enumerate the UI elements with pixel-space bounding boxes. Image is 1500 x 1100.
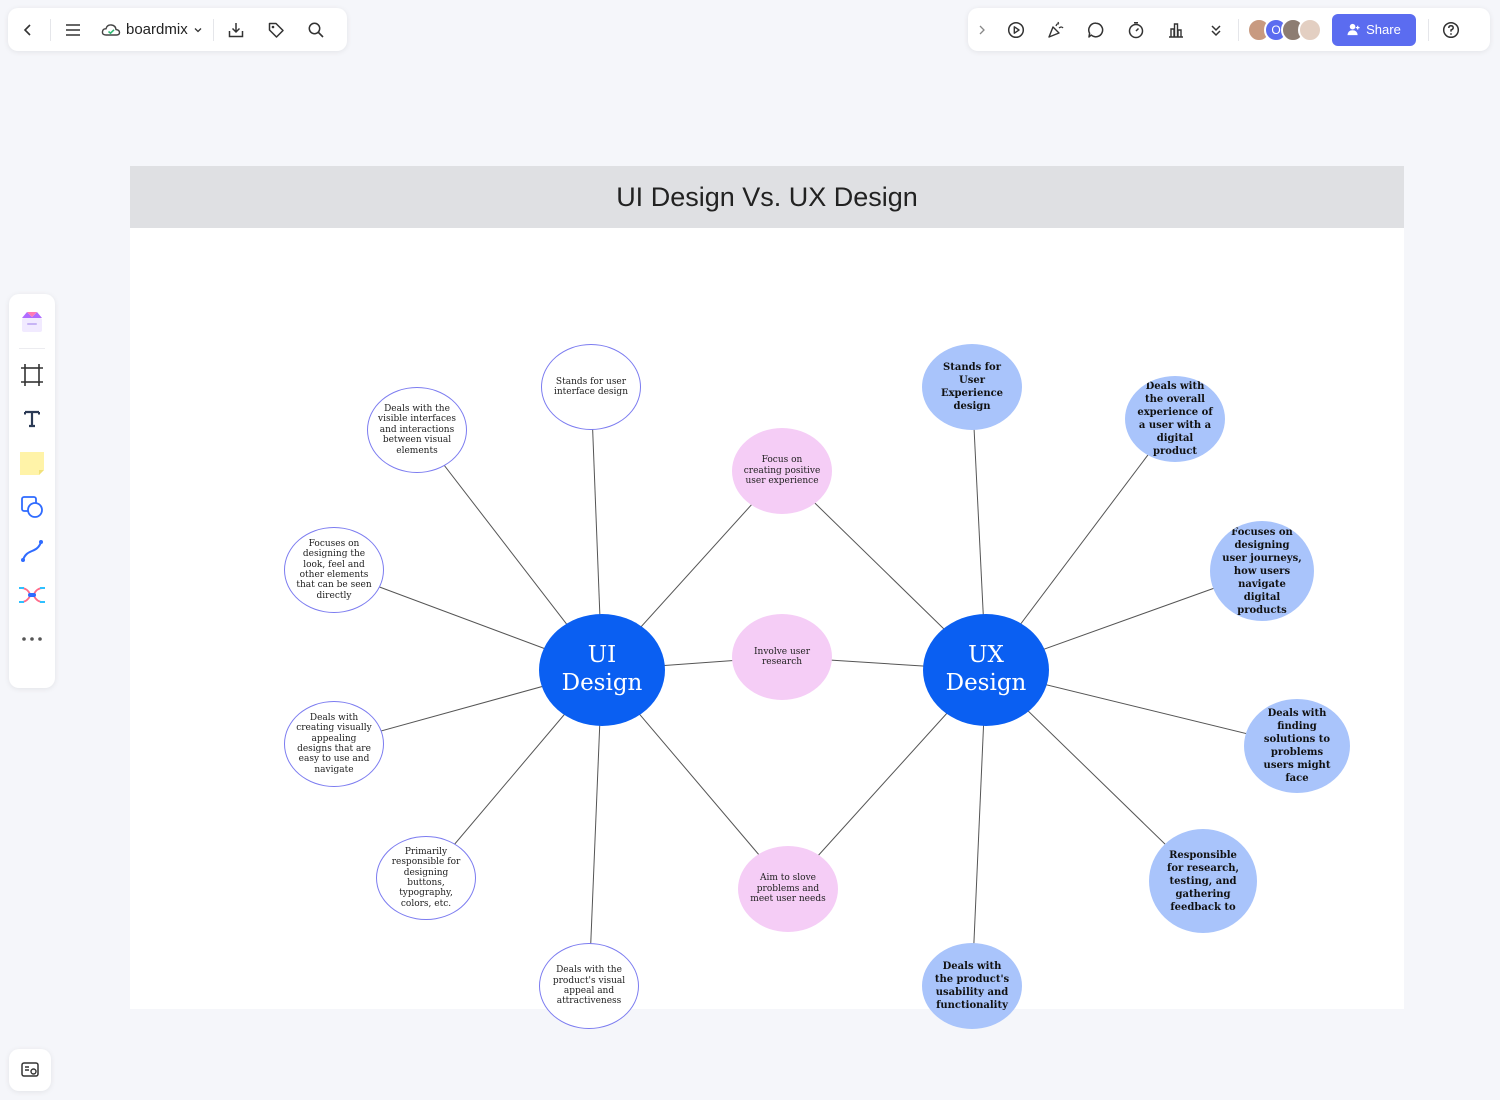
tag-button[interactable] <box>256 10 296 50</box>
ux-node-1-label: Stands for User Experience design <box>940 362 1004 412</box>
ui-node-5-label: Primarily responsible for designing butt… <box>391 846 461 909</box>
shape-icon <box>21 496 43 518</box>
minimap-button[interactable] <box>9 1049 51 1091</box>
ux-node-1[interactable]: Stands for User Experience design <box>922 344 1022 430</box>
download-button[interactable] <box>216 10 256 50</box>
divider <box>50 18 51 41</box>
play-icon <box>1007 21 1025 38</box>
shared-node-1-label: Focus on creating positive user experien… <box>743 455 821 487</box>
menu-icon <box>66 23 80 36</box>
ux-node-4[interactable]: Deals with finding solutions to problems… <box>1244 699 1350 793</box>
app-name: boardmix <box>126 21 188 38</box>
mindmap-tool[interactable] <box>12 573 52 617</box>
top-left-toolbar: boardmix <box>8 8 347 51</box>
ux-node-4-label: Deals with finding solutions to problems… <box>1263 708 1331 784</box>
ux-node-3-label: Focuses on designing user journeys, how … <box>1222 526 1302 616</box>
divider <box>212 18 214 41</box>
collaborator-avatars[interactable]: O <box>1247 17 1322 42</box>
ui-design-hub[interactable]: UI Design <box>539 614 665 726</box>
chevron-left-icon <box>23 23 31 36</box>
divider <box>1428 18 1429 41</box>
minimap-icon <box>21 1062 39 1077</box>
ui-node-4[interactable]: Deals with creating visually appealing d… <box>284 701 384 787</box>
file-menu[interactable]: boardmix <box>93 10 211 50</box>
ux-design-hub-label: UX Design <box>945 642 1027 696</box>
templates-tool[interactable] <box>12 300 52 344</box>
divider <box>19 348 45 349</box>
ui-node-6[interactable]: Deals with the product's visual appeal a… <box>539 943 639 1029</box>
shape-tool[interactable] <box>12 485 52 529</box>
ui-node-1[interactable]: Stands for user interface design <box>541 344 641 430</box>
shared-node-1[interactable]: Focus on creating positive user experien… <box>732 428 832 514</box>
ui-node-1-label: Stands for user interface design <box>554 376 628 397</box>
ux-node-5[interactable]: Responsible for research, testing, and g… <box>1149 829 1257 933</box>
connector-tool[interactable] <box>12 529 52 573</box>
avatar[interactable] <box>1298 17 1322 42</box>
download-icon <box>228 22 243 37</box>
timer-button[interactable] <box>1116 10 1156 50</box>
user-add-icon <box>1347 23 1360 36</box>
mindmap-icon <box>19 587 45 603</box>
comment-icon <box>1088 21 1104 38</box>
ux-node-6-label: Deals with the product's usability and f… <box>934 961 1010 1011</box>
more-tools-button[interactable] <box>1196 10 1236 50</box>
divider <box>1238 18 1239 41</box>
help-button[interactable] <box>1431 10 1471 50</box>
ui-node-5[interactable]: Primarily responsible for designing butt… <box>376 836 476 920</box>
ui-design-hub-label: UI Design <box>561 642 643 696</box>
frame-icon <box>21 364 43 386</box>
ui-node-4-label: Deals with creating visually appealing d… <box>296 712 372 775</box>
ux-node-6[interactable]: Deals with the product's usability and f… <box>922 943 1022 1029</box>
ui-node-2-label: Deals with the visible interfaces and in… <box>378 404 456 456</box>
shared-node-3[interactable]: Aim to slove problems and meet user need… <box>738 846 838 932</box>
more-horizontal-icon <box>22 637 42 641</box>
timer-icon <box>1128 21 1144 38</box>
shared-node-2[interactable]: Involve user research <box>732 614 832 700</box>
collapse-toolbar-button[interactable] <box>968 10 996 50</box>
comment-button[interactable] <box>1076 10 1116 50</box>
double-chevron-down-icon <box>1211 24 1221 36</box>
top-right-toolbar: O Share <box>968 8 1490 51</box>
present-button[interactable] <box>996 10 1036 50</box>
ux-node-3[interactable]: Focuses on designing user journeys, how … <box>1210 521 1314 621</box>
text-icon <box>24 410 40 428</box>
celebrate-button[interactable] <box>1036 10 1076 50</box>
search-button[interactable] <box>296 10 336 50</box>
frame-tool[interactable] <box>12 353 52 397</box>
templates-icon <box>22 312 42 332</box>
board-header: UI Design Vs. UX Design <box>130 166 1404 228</box>
ux-node-2-label: Deals with the overall experience of a u… <box>1137 381 1213 457</box>
shared-node-2-label: Involve user research <box>753 646 811 667</box>
ux-design-hub[interactable]: UX Design <box>923 614 1049 726</box>
party-popper-icon <box>1048 21 1064 38</box>
bar-chart-icon <box>1169 22 1183 38</box>
share-button[interactable]: Share <box>1332 13 1416 46</box>
board-title: UI Design Vs. UX Design <box>616 181 918 212</box>
sticky-note-icon <box>20 452 44 475</box>
ui-node-3-label: Focuses on designing the look, feel and … <box>296 538 372 601</box>
ui-node-2[interactable]: Deals with the visible interfaces and in… <box>367 387 467 473</box>
sticky-note-tool[interactable] <box>12 441 52 485</box>
shared-node-3-label: Aim to slove problems and meet user need… <box>750 873 826 905</box>
ux-node-5-label: Responsible for research, testing, and g… <box>1167 849 1239 913</box>
more-tools[interactable] <box>12 617 52 661</box>
tag-icon <box>268 22 284 38</box>
canvas-board[interactable]: UI Design Vs. UX Design Stands for user … <box>130 166 1404 1029</box>
ui-node-6-label: Deals with the product's visual appeal a… <box>552 965 626 1007</box>
chevron-down-icon <box>194 27 202 32</box>
menu-button[interactable] <box>53 10 93 50</box>
left-toolbar <box>9 294 55 688</box>
help-icon <box>1442 21 1460 38</box>
vote-button[interactable] <box>1156 10 1196 50</box>
back-button[interactable] <box>8 10 48 50</box>
ux-node-2[interactable]: Deals with the overall experience of a u… <box>1125 376 1225 462</box>
ui-node-3[interactable]: Focuses on designing the look, feel and … <box>284 527 384 613</box>
chevron-right-icon <box>979 25 985 34</box>
cloud-saved-icon <box>101 23 121 36</box>
connector-icon <box>21 540 43 562</box>
search-icon <box>308 22 324 38</box>
text-tool[interactable] <box>12 397 52 441</box>
